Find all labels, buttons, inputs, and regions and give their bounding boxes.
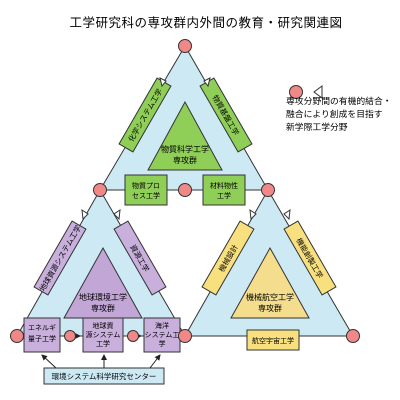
box-ocean-label-1: 海洋 (155, 321, 169, 330)
node-bottom-right (346, 329, 360, 343)
node-bottom-left (10, 329, 24, 343)
earth-core-label-2: 専攻群 (91, 303, 115, 313)
legend-arrow-icon (313, 85, 323, 99)
center-label: 環境システム科学研究センター (52, 371, 157, 381)
box-material-process-label-2: セス工学 (132, 191, 160, 200)
node-mid-center (178, 183, 192, 197)
mech-core-triangle (230, 246, 310, 319)
box-ocean-label-3: 学 (159, 339, 166, 348)
legend-line-2: 融合により創成を目指す (286, 110, 383, 120)
box-energy-label-2: 量子工学 (28, 334, 56, 343)
box-aerospace (246, 329, 300, 351)
box-energy-label-1: エネルギ (28, 324, 56, 332)
box-material-property-label-2: 工学 (217, 191, 231, 200)
box-ocean (143, 317, 181, 353)
page-title: 工学研究科の専攻群内外間の教育・研究関連図 (69, 15, 343, 30)
node-mid-left (93, 183, 107, 197)
box-ocean-label-2: システム工 (145, 331, 180, 339)
legend-line-3: 新学際工学分野 (286, 123, 348, 133)
box-material-process-label-1: 物質プロ (132, 181, 160, 190)
node-earth-inner-left (64, 330, 76, 342)
box-resource-label-2: 源システム (86, 330, 121, 339)
box-material-process (124, 174, 168, 206)
box-resource-label-3: 工学 (96, 339, 110, 348)
node-earth-inner-right (127, 330, 139, 342)
box-material-property-label-1: 材料物性 (210, 181, 238, 190)
material-core-label-1: 物質科学工学 (161, 144, 209, 154)
earth-core-label-1: 地球環境工学 (79, 292, 127, 302)
arrow-center-ocean (149, 354, 161, 369)
box-earth-resource (82, 317, 124, 353)
box-aerospace-label: 航空宇宙工学 (252, 336, 294, 345)
material-core-label-2: 専攻群 (173, 155, 197, 165)
box-material-property (202, 174, 246, 206)
legend-line-1: 専攻分野間の有機的結合・ (286, 97, 392, 107)
node-mid-right (261, 183, 275, 197)
node-top (178, 39, 192, 53)
box-energy (23, 317, 61, 353)
legend-node-icon (289, 85, 303, 99)
box-resource-label-1: 地球資 (93, 321, 114, 330)
mech-core-label-2: 専攻群 (258, 303, 282, 313)
material-core-triangle (147, 100, 223, 171)
node-bottom-center (178, 329, 192, 343)
legend: 専攻分野間の有機的結合・ 融合により創成を目指す 新学際工学分野 (286, 96, 398, 135)
mech-core-label-1: 機械航空工学 (246, 292, 294, 302)
arrow-center-energy (41, 354, 57, 369)
